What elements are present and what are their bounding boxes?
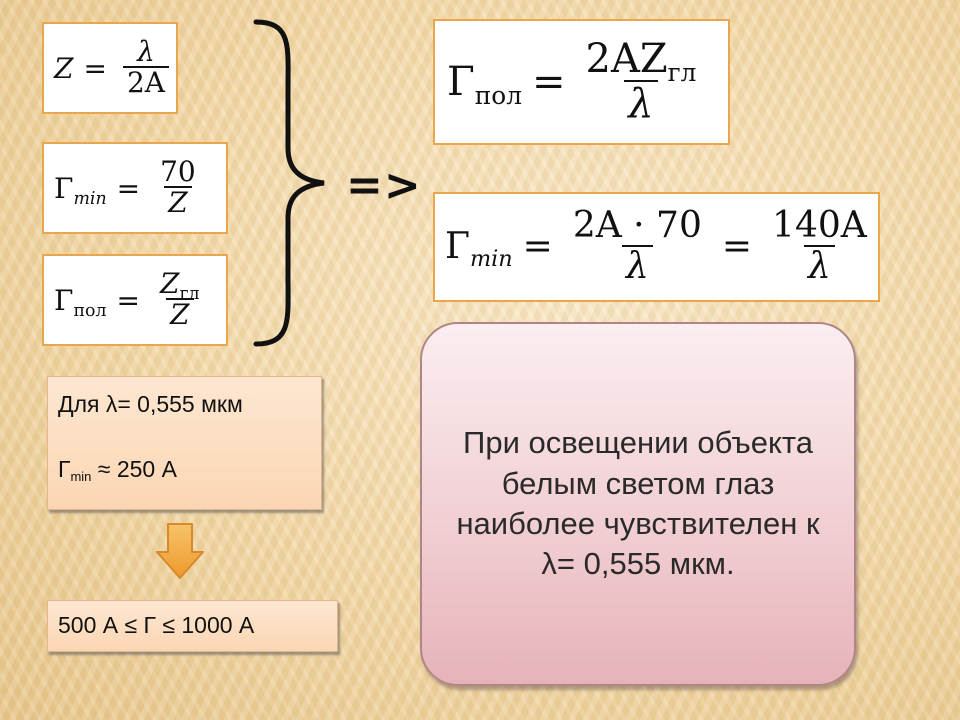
formula-gamma-pol-den: Z	[166, 298, 194, 331]
formula-z-num: λ	[137, 34, 155, 68]
implies-symbol: =>	[346, 160, 422, 211]
formula-gamma-pol: Γпол = Zгл Z	[42, 254, 228, 346]
result-gamma-pol-num: 2AZгл	[585, 36, 697, 87]
formula-gamma-min: Γmin = 70 Z	[42, 142, 228, 234]
condition-line-1: Для λ= 0,555 мкм	[58, 391, 243, 417]
curly-brace-icon	[253, 19, 325, 347]
condition-box: Для λ= 0,555 мкм Гmin ≈ 250 А	[47, 376, 322, 510]
result-gamma-min-den-2: λ	[803, 245, 835, 287]
formula-gamma-pol-eq: =	[116, 283, 140, 317]
condition-line-2: Гmin ≈ 250 А	[58, 456, 177, 484]
formula-gamma-pol-fraction: Zгл Z	[156, 269, 204, 331]
result-gamma-pol-lhs: Γпол	[447, 59, 522, 110]
formula-gamma-min-den: Z	[164, 186, 192, 219]
formula-gamma-min-fraction: 70 Z	[156, 157, 200, 219]
result-gamma-min-num-2: 140A	[772, 205, 867, 247]
formula-z-eq: =	[83, 51, 107, 85]
formula-gamma-min-num: 70	[160, 154, 196, 188]
formula-gamma-min-eq: =	[116, 171, 141, 205]
result-gamma-pol-fraction: 2AZгл λ	[582, 38, 701, 126]
formula-z-fraction: λ 2A	[122, 34, 169, 99]
formula-z-den: 2A	[122, 66, 169, 99]
note-callout: При освещении объекта белым светом глаз …	[420, 322, 856, 686]
formula-gamma-pol-num: Zгл	[159, 266, 200, 304]
formula-gamma-min-lhs: Γmin	[54, 171, 107, 209]
range-box: 500 А ≤ Г ≤ 1000 А	[47, 600, 338, 652]
result-gamma-min-fraction-2: 140A λ	[768, 207, 871, 286]
formula-z: Z = λ 2A	[42, 22, 178, 114]
result-gamma-pol: Γпол = 2AZгл λ	[433, 19, 730, 145]
result-gamma-min-eq-2: =	[721, 226, 753, 268]
formula-gamma-pol-lhs: Γпол	[54, 283, 107, 321]
formula-z-lhs: Z	[54, 51, 74, 85]
result-gamma-min-den-1: λ	[621, 245, 653, 287]
result-gamma-min-num-1: 2A · 70	[572, 205, 702, 247]
result-gamma-min-fraction-1: 2A · 70 λ	[569, 207, 706, 286]
arrow-down-icon	[156, 523, 204, 579]
result-gamma-pol-eq: =	[531, 59, 566, 105]
result-gamma-min: Γmin = 2A · 70 λ = 140A λ	[433, 192, 880, 302]
result-gamma-min-lhs: Γmin	[445, 226, 513, 273]
result-gamma-min-eq: =	[522, 226, 553, 268]
result-gamma-pol-den: λ	[624, 80, 658, 126]
